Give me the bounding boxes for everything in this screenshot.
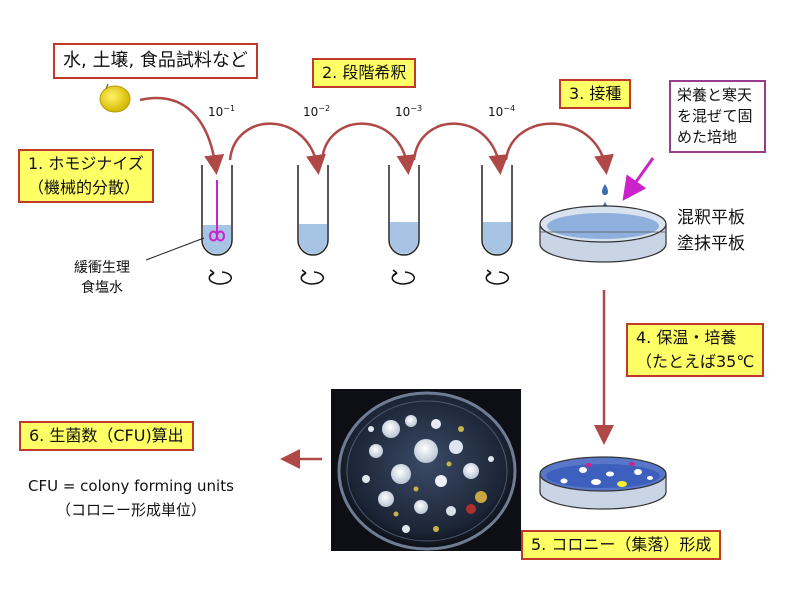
dilution-label: 10−1 xyxy=(208,104,235,119)
step2-box: 2. 段階希釈 xyxy=(312,58,416,88)
step3-box: 3. 接種 xyxy=(559,79,631,109)
agar-note-line: を混ぜて固 xyxy=(677,106,758,127)
agar-note-box: 栄養と寒天 を混ぜて固 めた培地 xyxy=(669,80,766,153)
step1-box: 1. ホモジナイズ （機械的分散） xyxy=(18,149,154,203)
step6-box: 6. 生菌数（CFU)算出 xyxy=(19,421,194,451)
cfu-definition-ja: （コロニー形成単位） xyxy=(28,498,234,522)
cfu-definition-en: CFU = colony forming units xyxy=(28,474,234,498)
test-tube-4 xyxy=(482,165,512,255)
agar-note-line: めた培地 xyxy=(677,127,758,148)
arrow-inoculation xyxy=(506,124,606,170)
step6-text: 6. 生菌数（CFU)算出 xyxy=(29,426,184,445)
petri-dish-plating xyxy=(540,206,666,262)
buffer-label: 緩衝生理 食塩水 xyxy=(74,258,130,298)
dilution-label: 10−3 xyxy=(395,104,422,119)
plate-method-spread: 塗抹平板 xyxy=(677,231,745,257)
step5-text: 5. コロニー（集落）形成 xyxy=(531,535,711,554)
swirl-icon xyxy=(209,270,508,284)
step4-line: 4. 保温・培養 xyxy=(636,326,754,350)
cfu-definition: CFU = colony forming units （コロニー形成単位） xyxy=(28,474,234,522)
drop-icon xyxy=(602,184,608,195)
arrow-dilution-3 xyxy=(414,124,500,170)
step4-line: （たとえば35℃ xyxy=(636,350,754,374)
arrow-agar-medium xyxy=(626,158,653,196)
sample-box-text: 水, 土壌, 食品試料など xyxy=(63,50,248,71)
step3-text: 3. 接種 xyxy=(569,84,621,103)
sample-box: 水, 土壌, 食品試料など xyxy=(53,43,258,79)
test-tube-2 xyxy=(298,165,328,255)
arrow-dilution-1 xyxy=(230,124,318,170)
step5-box: 5. コロニー（集落）形成 xyxy=(521,530,721,560)
dilution-label: 10−2 xyxy=(303,104,330,119)
test-tube-1 xyxy=(202,165,232,255)
step1-line: （機械的分散） xyxy=(28,176,144,200)
test-tube-3 xyxy=(389,165,419,255)
buffer-label-line: 緩衝生理 xyxy=(74,258,130,278)
step1-line: 1. ホモジナイズ xyxy=(28,152,144,176)
petri-dish-colonies xyxy=(540,457,666,509)
arrow-dilution-2 xyxy=(322,124,408,170)
agar-note-line: 栄養と寒天 xyxy=(677,85,758,106)
colony-photo xyxy=(331,389,521,551)
buffer-label-pointer xyxy=(146,238,204,260)
step4-box: 4. 保温・培養 （たとえば35℃ xyxy=(626,323,764,377)
step2-text: 2. 段階希釈 xyxy=(322,63,406,82)
dilution-label: 10−4 xyxy=(488,104,515,119)
sample-icon xyxy=(100,86,130,112)
buffer-label-line: 食塩水 xyxy=(74,278,130,298)
plate-methods: 混釈平板 塗抹平板 xyxy=(677,205,745,257)
plate-method-pour: 混釈平板 xyxy=(677,205,745,231)
